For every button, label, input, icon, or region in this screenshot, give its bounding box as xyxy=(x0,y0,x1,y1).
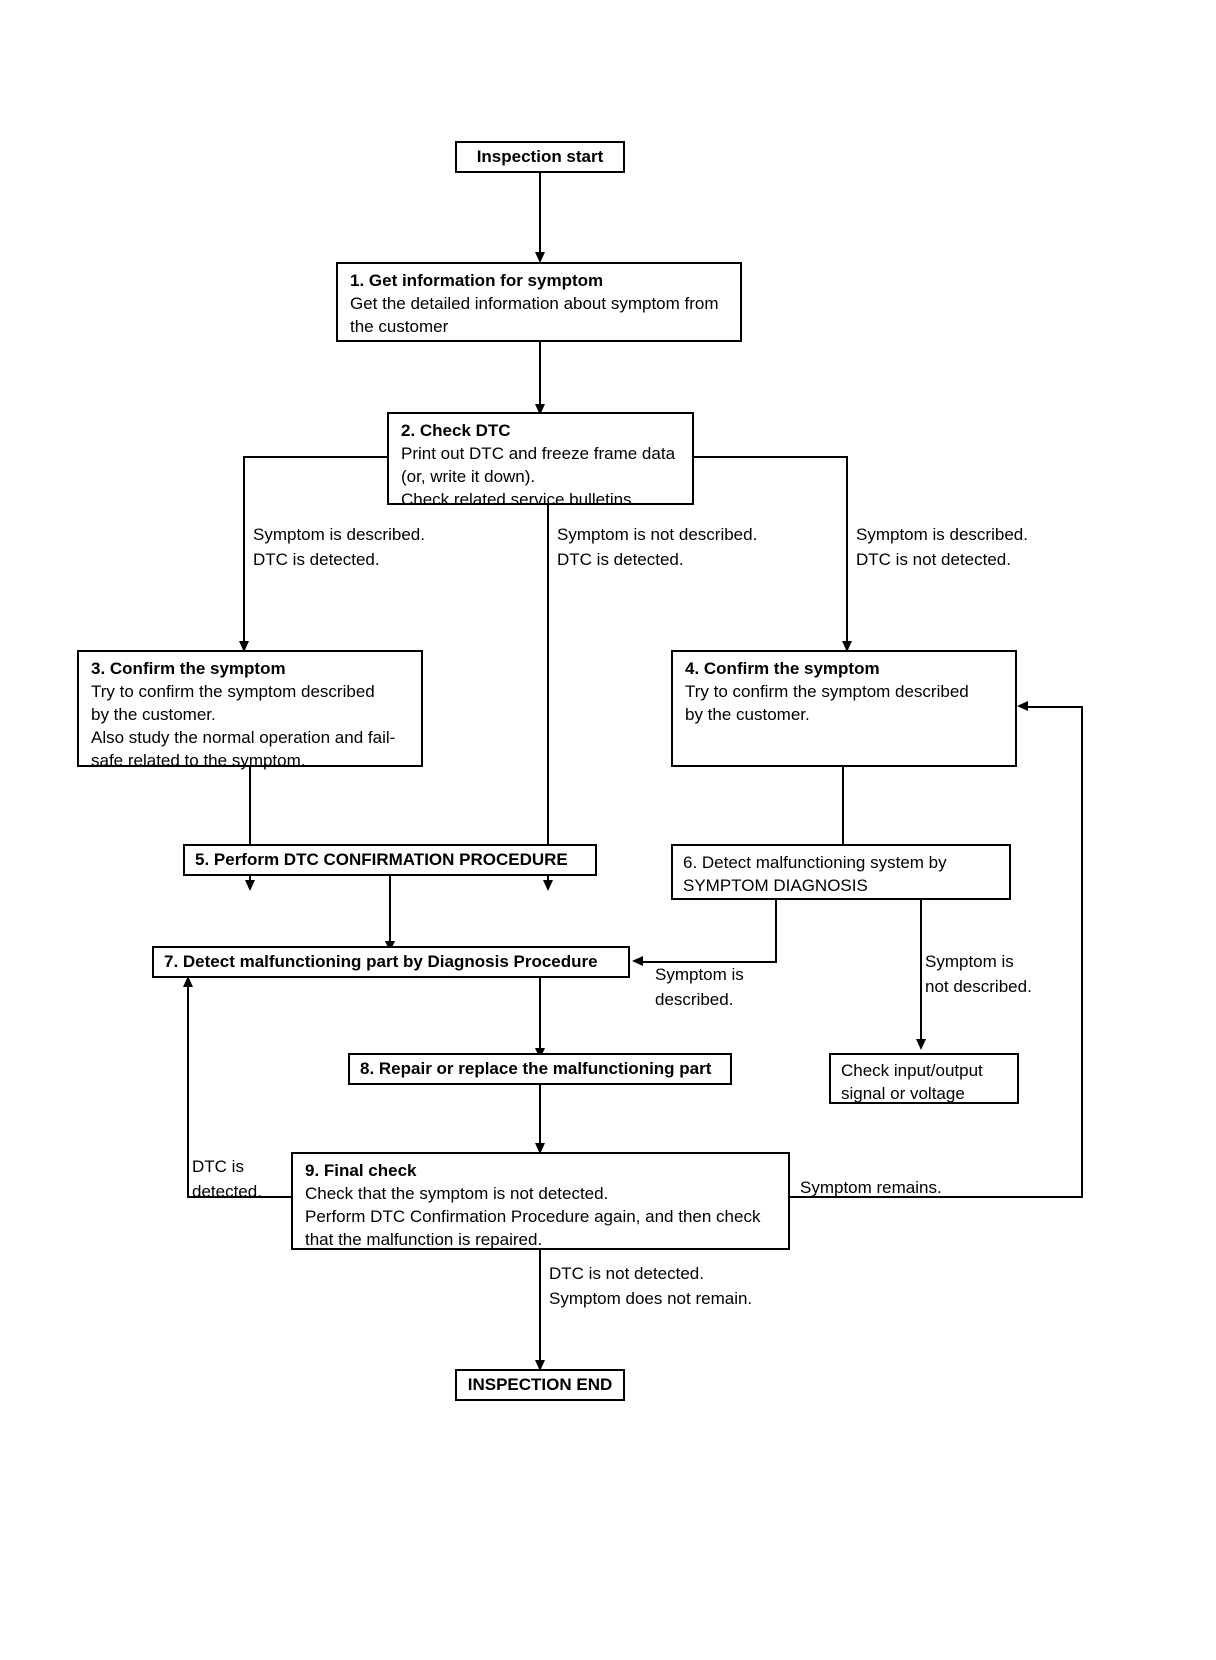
edge-step6-to-step7-h xyxy=(643,961,777,963)
edge-step5-to-step7 xyxy=(389,876,391,948)
node-step7: 7. Detect malfunctioning part by Diagnos… xyxy=(152,946,630,978)
node-check-input-output-line1: Check input/output xyxy=(841,1061,983,1080)
edge-step2-to-step4-arrowhead xyxy=(842,641,852,652)
node-inspection-end-label: INSPECTION END xyxy=(467,1374,613,1394)
node-step2: 2. Check DTC Print out DTC and freeze fr… xyxy=(387,412,694,509)
edge-step2-to-step3-arrowhead xyxy=(239,641,249,652)
edge-step9-to-step4-h2 xyxy=(1028,706,1083,708)
node-step2-line3: Check related service bulletins. xyxy=(401,489,637,509)
edge-step6-to-step7-v xyxy=(775,900,777,963)
edge-step2-fanout-left-v xyxy=(243,456,245,648)
node-step3-line4: safe related to the symptom. xyxy=(91,750,306,770)
edge-label-final-ok: DTC is not detected. Symptom does not re… xyxy=(549,1264,753,1308)
edge-start-to-step1 xyxy=(539,173,541,255)
node-step8: 8. Repair or replace the malfunctioning … xyxy=(348,1053,732,1085)
node-step1-line2: the customer xyxy=(350,316,449,336)
node-inspection-start: Inspection start xyxy=(455,141,625,173)
edge-step9-to-end xyxy=(539,1250,541,1367)
node-step9-line3: that the malfunction is repaired. xyxy=(305,1229,543,1249)
edge-step9-to-step4-h1 xyxy=(790,1196,1083,1198)
edge-label-symptom-not-described: Symptom is not described. xyxy=(925,952,1032,996)
node-step9: 9. Final check Check that the symptom is… xyxy=(291,1152,790,1250)
edge-step9-to-step7-arrowhead xyxy=(183,976,193,987)
node-step9-line1: Check that the symptom is not detected. xyxy=(305,1183,609,1203)
node-step2-title: 2. Check DTC xyxy=(401,421,511,440)
edge-start-to-step1-arrowhead xyxy=(535,252,545,263)
edge-step1-to-step2 xyxy=(539,342,541,410)
node-step4: 4. Confirm the symptom Try to confirm th… xyxy=(671,650,1017,767)
edge-step2-to-step5-arrowhead xyxy=(543,880,553,891)
edge-step6-to-step7-arrowhead xyxy=(632,956,643,966)
edge-step8-to-step9-arrowhead xyxy=(535,1143,545,1154)
node-step6: 6. Detect malfunctioning system by SYMPT… xyxy=(671,844,1011,900)
edge-label-branch-right: Symptom is described. DTC is not detecte… xyxy=(856,525,1028,569)
node-inspection-end: INSPECTION END xyxy=(455,1369,625,1401)
node-step6-line1: 6. Detect malfunctioning system by xyxy=(683,853,947,872)
edge-label-branch-left: Symptom is described. DTC is detected. xyxy=(253,525,425,569)
edge-step2-fanout-middle-v xyxy=(547,505,549,887)
edge-step9-to-end-arrowhead xyxy=(535,1360,545,1371)
edge-step6-to-check-io xyxy=(920,900,922,1046)
edge-step3-to-step5-arrowhead xyxy=(245,880,255,891)
edge-step6-to-check-io-arrowhead xyxy=(916,1039,926,1050)
edge-step9-to-step4-arrowhead xyxy=(1017,701,1028,711)
edge-step8-to-step9 xyxy=(539,1085,541,1150)
node-step3: 3. Confirm the symptom Try to confirm th… xyxy=(77,650,423,770)
node-check-input-output-line2: signal or voltage xyxy=(841,1083,965,1103)
node-step6-line2: SYMPTOM DIAGNOSIS xyxy=(683,875,868,895)
node-step1-title: 1. Get information for symptom xyxy=(350,271,604,290)
edge-step3-to-step5 xyxy=(249,767,251,889)
node-step4-title: 4. Confirm the symptom xyxy=(685,659,880,678)
node-step2-line1: Print out DTC and freeze frame data xyxy=(401,443,676,463)
edge-step9-to-step7-h xyxy=(187,1196,293,1198)
edge-step2-fanout-left-h xyxy=(243,456,389,458)
edge-step2-fanout-right-v xyxy=(846,456,848,648)
node-step9-line2: Perform DTC Confirmation Procedure again… xyxy=(305,1206,761,1226)
node-step4-line1: Try to confirm the symptom described xyxy=(685,681,969,701)
node-step8-title: 8. Repair or replace the malfunctioning … xyxy=(360,1058,712,1078)
node-step9-title: 9. Final check xyxy=(305,1161,417,1180)
node-step2-line2: (or, write it down). xyxy=(401,466,536,486)
node-step1-line1: Get the detailed information about sympt… xyxy=(350,293,719,313)
node-step3-line3: Also study the normal operation and fail… xyxy=(91,727,396,747)
node-check-input-output: Check input/output signal or voltage xyxy=(829,1053,1019,1104)
edge-step9-to-step4-v xyxy=(1081,706,1083,1198)
node-inspection-start-label: Inspection start xyxy=(476,146,604,166)
node-step3-title: 3. Confirm the symptom xyxy=(91,659,286,678)
node-step3-line2: by the customer. xyxy=(91,704,216,724)
edge-step7-to-step8 xyxy=(539,978,541,1055)
node-step3-line1: Try to confirm the symptom described xyxy=(91,681,375,701)
edge-label-dtc-detected: DTC is detected. xyxy=(192,1157,262,1201)
edge-step2-fanout-right-h xyxy=(692,456,848,458)
edge-step4-to-step6 xyxy=(842,767,844,889)
node-step5: 5. Perform DTC CONFIRMATION PROCEDURE xyxy=(183,844,597,876)
edge-step9-to-step7-v xyxy=(187,986,189,1198)
node-step7-title: 7. Detect malfunctioning part by Diagnos… xyxy=(164,951,598,971)
edge-label-branch-middle: Symptom is not described. DTC is detecte… xyxy=(557,525,758,569)
node-step1: 1. Get information for symptom Get the d… xyxy=(336,262,742,342)
node-step5-title: 5. Perform DTC CONFIRMATION PROCEDURE xyxy=(195,849,568,869)
node-step4-line2: by the customer. xyxy=(685,704,810,724)
edge-step1-to-step2-arrowhead xyxy=(535,404,545,415)
edge-label-symptom-remains: Symptom remains. xyxy=(800,1178,942,1197)
edge-label-symptom-described: Symptom is described. xyxy=(655,965,744,1009)
